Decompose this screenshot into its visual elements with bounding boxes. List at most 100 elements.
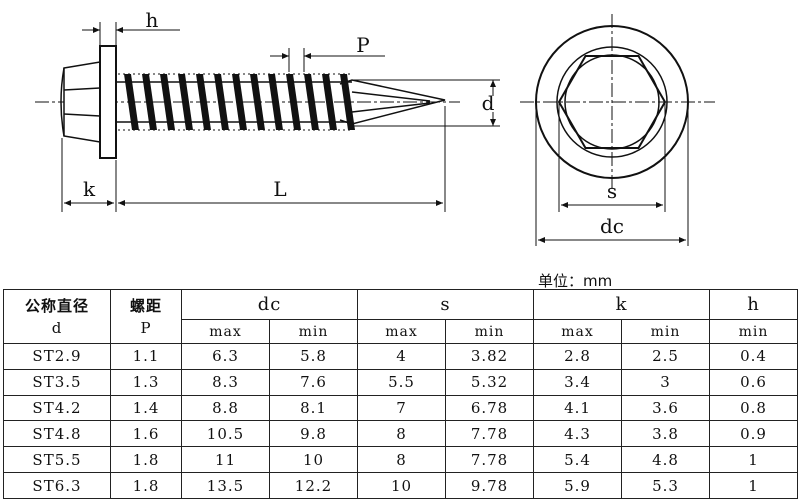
- cell-k-max: 4.1: [533, 394, 623, 422]
- thread-crest: [250, 74, 265, 130]
- cell-h-min: 1: [709, 446, 799, 474]
- cell-k-max: 2.8: [533, 343, 623, 370]
- dim-dc-label: dc: [600, 214, 624, 238]
- cell-k-min: 5.3: [621, 472, 711, 499]
- cell-k-max: 5.4: [533, 446, 623, 474]
- cell-k-min: 2.5: [621, 343, 711, 370]
- cell-s-min: 6.78: [445, 394, 535, 422]
- cell-s-min: 7.78: [445, 446, 535, 474]
- cell-k-min: 3.8: [621, 420, 711, 448]
- thread-crest: [214, 74, 229, 130]
- thread-crest: [196, 74, 211, 130]
- dim-dc: [535, 102, 689, 246]
- cell-s-max: 4: [357, 343, 447, 370]
- table-row: ST4.8 1.6 10.5 9.8 8 7.78 4.3 3.8 0.9: [3, 420, 799, 448]
- cell-d: ST3.5: [3, 368, 111, 396]
- thread-crest: [286, 74, 301, 130]
- header-dc: dc: [180, 289, 359, 320]
- cell-k-min: 3.6: [621, 394, 711, 422]
- screw-side-view: [35, 45, 460, 159]
- cell-p: 1.8: [110, 446, 182, 474]
- dim-d-label: d: [482, 91, 495, 115]
- dim-s: [558, 102, 666, 212]
- cell-k-max: 3.4: [533, 368, 623, 396]
- spec-table: 公称直径 d 螺距 P dc s k h max min max min max…: [3, 289, 799, 499]
- cell-p: 1.8: [110, 472, 182, 499]
- table-row: ST5.5 1.8 11 10 8 7.78 5.4 4.8 1: [3, 446, 799, 474]
- cell-h-min: 1: [709, 472, 799, 499]
- cell-dc-max: 8.3: [181, 368, 270, 396]
- thread-crest: [142, 74, 157, 130]
- cell-k-max: 5.9: [533, 472, 623, 499]
- cell-dc-min: 9.8: [268, 420, 359, 448]
- dim-k-label: k: [83, 177, 96, 201]
- sub-header-dc-max: max: [181, 319, 270, 344]
- cell-h-min: 0.6: [709, 368, 799, 396]
- cell-dc-max: 6.3: [181, 343, 270, 370]
- cell-s-min: 7.78: [445, 420, 535, 448]
- thread-crest: [124, 74, 139, 130]
- cell-d: ST6.3: [3, 472, 111, 499]
- thread-crest: [340, 74, 355, 130]
- cell-s-max: 8: [357, 420, 447, 448]
- cell-dc-max: 8.8: [181, 394, 270, 422]
- thread-crest: [322, 74, 337, 130]
- cell-d: ST4.2: [3, 394, 111, 422]
- cell-s-min: 9.78: [445, 472, 535, 499]
- cell-s-min: 5.32: [445, 368, 535, 396]
- cell-k-min: 4.8: [621, 446, 711, 474]
- cell-k-min: 3: [621, 368, 711, 396]
- header-pitch: 螺距 P: [110, 289, 182, 344]
- thread-helix: [124, 74, 355, 130]
- cell-dc-min: 7.6: [268, 368, 359, 396]
- cell-d: ST5.5: [3, 446, 111, 474]
- cell-dc-max: 13.5: [181, 472, 270, 499]
- cell-p: 1.1: [110, 343, 182, 370]
- table-row: ST4.2 1.4 8.8 8.1 7 6.78 4.1 3.6 0.8: [3, 394, 799, 422]
- table-row: ST6.3 1.8 13.5 12.2 10 9.78 5.9 5.3 1: [3, 472, 799, 499]
- header-h: h: [709, 289, 799, 320]
- header-nominal-diameter: 公称直径 d: [3, 289, 111, 344]
- dim-k: [61, 138, 117, 212]
- dim-d: [352, 79, 500, 127]
- dim-h-label: h: [146, 8, 159, 32]
- cell-s-max: 5.5: [357, 368, 447, 396]
- sub-header-dc-min: min: [268, 319, 359, 344]
- dim-h: [82, 22, 180, 62]
- table-row: ST3.5 1.3 8.3 7.6 5.5 5.32 3.4 3 0.6: [3, 368, 799, 396]
- thread-crest: [178, 74, 193, 130]
- screw-top-view: [520, 14, 715, 192]
- dim-p: [270, 48, 385, 72]
- cell-dc-min: 5.8: [268, 343, 359, 370]
- cell-p: 1.6: [110, 420, 182, 448]
- sub-header-s-max: max: [357, 319, 447, 344]
- cell-h-min: 0.8: [709, 394, 799, 422]
- cell-p: 1.4: [110, 394, 182, 422]
- thread-crest: [304, 74, 319, 130]
- thread-crest: [232, 74, 247, 130]
- dim-s-label: s: [607, 179, 617, 203]
- header-k: k: [533, 289, 711, 320]
- cell-dc-max: 11: [181, 446, 270, 474]
- cell-s-max: 7: [357, 394, 447, 422]
- cell-s-min: 3.82: [445, 343, 535, 370]
- cell-s-max: 8: [357, 446, 447, 474]
- dim-l-label: L: [273, 177, 286, 201]
- cell-dc-min: 10: [268, 446, 359, 474]
- cell-dc-max: 10.5: [181, 420, 270, 448]
- dim-p-label: P: [356, 33, 369, 57]
- unit-label: 单位：mm: [538, 272, 613, 290]
- sub-header-k-max: max: [533, 319, 623, 344]
- thread-crest: [268, 74, 283, 130]
- dim-l: [118, 106, 446, 212]
- cell-k-max: 4.3: [533, 420, 623, 448]
- header-s: s: [357, 289, 535, 320]
- cell-h-min: 0.9: [709, 420, 799, 448]
- cell-d: ST4.8: [3, 420, 111, 448]
- sub-header-h-min: min: [709, 319, 799, 344]
- table-row: ST2.9 1.1 6.3 5.8 4 3.82 2.8 2.5 0.4: [3, 343, 799, 370]
- cell-p: 1.3: [110, 368, 182, 396]
- cell-dc-min: 8.1: [268, 394, 359, 422]
- cell-d: ST2.9: [3, 343, 111, 370]
- thread-crest: [160, 74, 175, 130]
